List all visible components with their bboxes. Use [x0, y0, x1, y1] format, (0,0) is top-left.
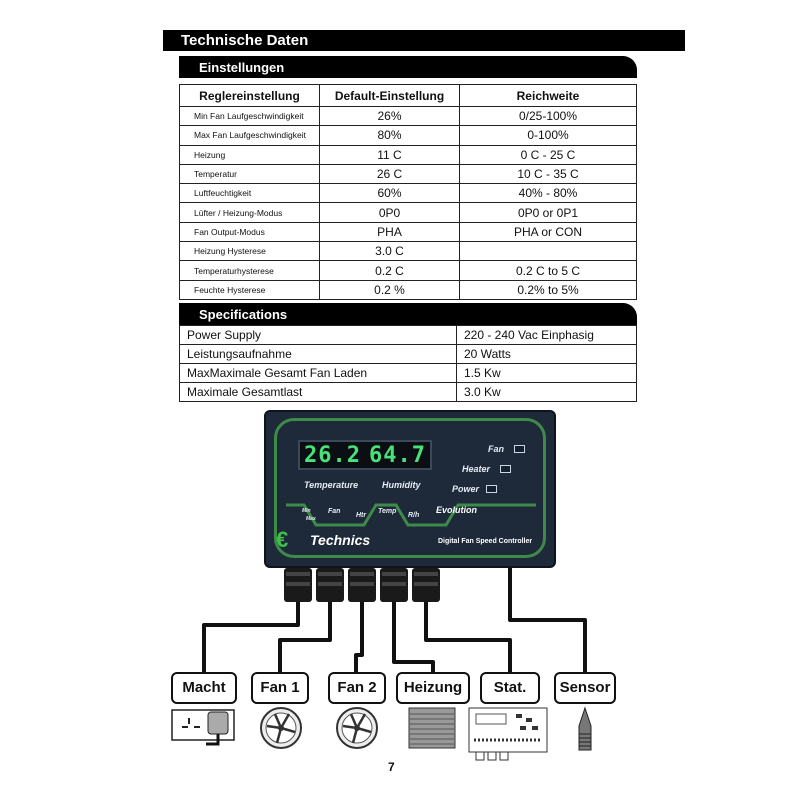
cable-gland — [412, 568, 440, 602]
setting-default: 60% — [319, 183, 460, 204]
settings-table: Reglereinstellung Default-Einstellung Re… — [179, 84, 637, 300]
setting-range: 0.2% to 5% — [459, 279, 637, 300]
led-display: 26.2 64.7 — [298, 440, 432, 470]
fan-speed-controller: 26.2 64.7 Temperature Humidity Fan Heate… — [264, 410, 556, 568]
fan-led-icon — [514, 445, 525, 453]
cable-gland — [316, 568, 344, 602]
section-title: Technische Daten — [163, 30, 685, 51]
display-temperature: 26.2 — [304, 442, 361, 468]
fan-icon — [260, 707, 302, 749]
power-socket-icon — [171, 709, 235, 746]
cable-gland — [380, 568, 408, 602]
panel-wave-line — [286, 503, 536, 527]
connection-label-heizung: Heizung — [396, 672, 470, 704]
connection-label-fan1: Fan 1 — [251, 672, 309, 704]
column-header: Default-Einstellung — [319, 84, 460, 107]
series-name: Evolution — [436, 505, 477, 515]
setting-range: 0 C - 25 C — [459, 144, 637, 165]
spec-name: Leistungsaufnahme — [179, 344, 457, 364]
spec-name: Power Supply — [179, 325, 457, 345]
settings-title: Einstellungen — [179, 56, 637, 78]
brand-name: Technics — [310, 532, 371, 548]
setting-range: 40% - 80% — [459, 183, 637, 204]
setting-default: PHA — [319, 221, 460, 243]
device-frame — [274, 418, 546, 558]
wire-macht — [202, 600, 300, 672]
column-header: Reglereinstellung — [179, 84, 320, 107]
display-humidity: 64.7 — [369, 442, 426, 468]
connection-label-fan2: Fan 2 — [328, 672, 386, 704]
setting-default: 0.2 % — [319, 279, 460, 300]
heater-led-icon — [500, 465, 511, 473]
cable-gland — [348, 568, 376, 602]
thermostat-icon — [468, 707, 548, 761]
setting-default: 11 C — [319, 144, 460, 165]
table-header-row: Reglereinstellung Default-Einstellung Re… — [179, 84, 637, 107]
cable-gland — [284, 568, 312, 602]
heater-icon — [408, 707, 456, 749]
setting-range: 10 C - 35 C — [459, 163, 637, 185]
minmax-button-label-min[interactable]: Min — [302, 508, 311, 514]
eco-logo-icon: € — [276, 527, 289, 552]
wire-heizung — [392, 600, 435, 672]
setting-name: Feuchte Hysterese — [179, 279, 320, 300]
fan-icon — [336, 707, 378, 749]
minmax-button-label-max[interactable]: Max — [306, 516, 316, 522]
wire-stat — [424, 600, 512, 672]
temp-button[interactable]: Temp — [378, 508, 397, 515]
sensor-probe-icon — [578, 706, 592, 751]
power-led-icon — [486, 485, 497, 493]
spec-value: 3.0 Kw — [456, 382, 637, 402]
connection-label-sensor: Sensor — [554, 672, 616, 704]
button-panel-wave — [286, 503, 536, 527]
connection-label-macht: Macht — [171, 672, 237, 704]
rh-button[interactable]: R/h — [408, 512, 420, 519]
wire-fan2 — [354, 600, 364, 672]
fan-button[interactable]: Fan — [328, 508, 341, 515]
power-indicator-label: Power — [452, 484, 480, 494]
page-number: 7 — [388, 760, 395, 774]
temperature-label: Temperature — [304, 480, 359, 490]
humidity-label: Humidity — [382, 480, 421, 490]
wire-sensor — [508, 568, 587, 672]
heater-button[interactable]: Htr — [356, 512, 367, 519]
connection-label-stat: Stat. — [480, 672, 540, 704]
fan-indicator-label: Fan — [488, 444, 505, 454]
heater-indicator-label: Heater — [462, 464, 491, 474]
specifications-title: Specifications — [179, 303, 637, 325]
wire-fan1 — [278, 600, 332, 672]
device-subtitle: Digital Fan Speed Controller — [438, 538, 533, 545]
setting-range: PHA or CON — [459, 221, 637, 243]
column-header: Reichweite — [459, 84, 637, 107]
